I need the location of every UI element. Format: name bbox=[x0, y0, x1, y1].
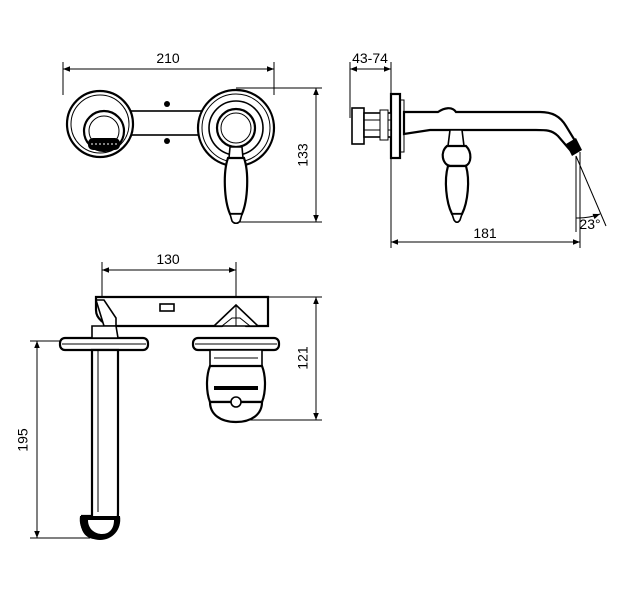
lever-tip bbox=[228, 213, 244, 225]
angle-spray-line bbox=[575, 155, 607, 227]
top-spout bbox=[80, 348, 120, 540]
dim-label-181: 181 bbox=[473, 225, 497, 241]
side-lever-tip bbox=[450, 213, 464, 224]
side-lever-neck bbox=[447, 129, 465, 147]
dim-label-130: 130 bbox=[156, 251, 180, 267]
body-slot bbox=[159, 303, 175, 312]
lever-handle bbox=[223, 156, 249, 216]
dim-label-23-deg: 23° bbox=[579, 216, 600, 232]
dim-label-210: 210 bbox=[156, 50, 180, 66]
wall-plate bbox=[389, 92, 402, 160]
dim-label-43-74: 43-74 bbox=[352, 50, 388, 66]
handle-hub bbox=[215, 107, 257, 149]
handle-groove bbox=[214, 386, 258, 390]
dim-label-121: 121 bbox=[295, 346, 311, 370]
side-aerator-icon bbox=[566, 138, 582, 156]
side-view: 43-74 181 23° bbox=[349, 50, 607, 248]
handle-screw-icon bbox=[230, 396, 242, 408]
dim-label-195: 195 bbox=[15, 428, 31, 452]
spout-neck bbox=[91, 325, 119, 339]
valve-body-left bbox=[351, 107, 365, 145]
connecting-bar bbox=[127, 110, 209, 136]
valve-flange bbox=[379, 109, 389, 141]
left-rosette-ring bbox=[70, 94, 130, 154]
handle-hub-inner bbox=[220, 112, 252, 144]
side-lever-collar bbox=[441, 144, 472, 168]
side-lever-handle bbox=[444, 164, 470, 216]
handle-end bbox=[208, 400, 264, 424]
body-end bbox=[94, 299, 117, 327]
lever-neck bbox=[228, 146, 244, 159]
front-view: 210 133 bbox=[62, 50, 322, 225]
top-view: 130 121 195 bbox=[15, 251, 322, 540]
dim-label-133: 133 bbox=[295, 143, 311, 167]
angle-arc bbox=[575, 213, 601, 220]
bar-screw bbox=[164, 138, 170, 144]
side-spout bbox=[402, 107, 579, 152]
bar-screw bbox=[164, 101, 170, 107]
